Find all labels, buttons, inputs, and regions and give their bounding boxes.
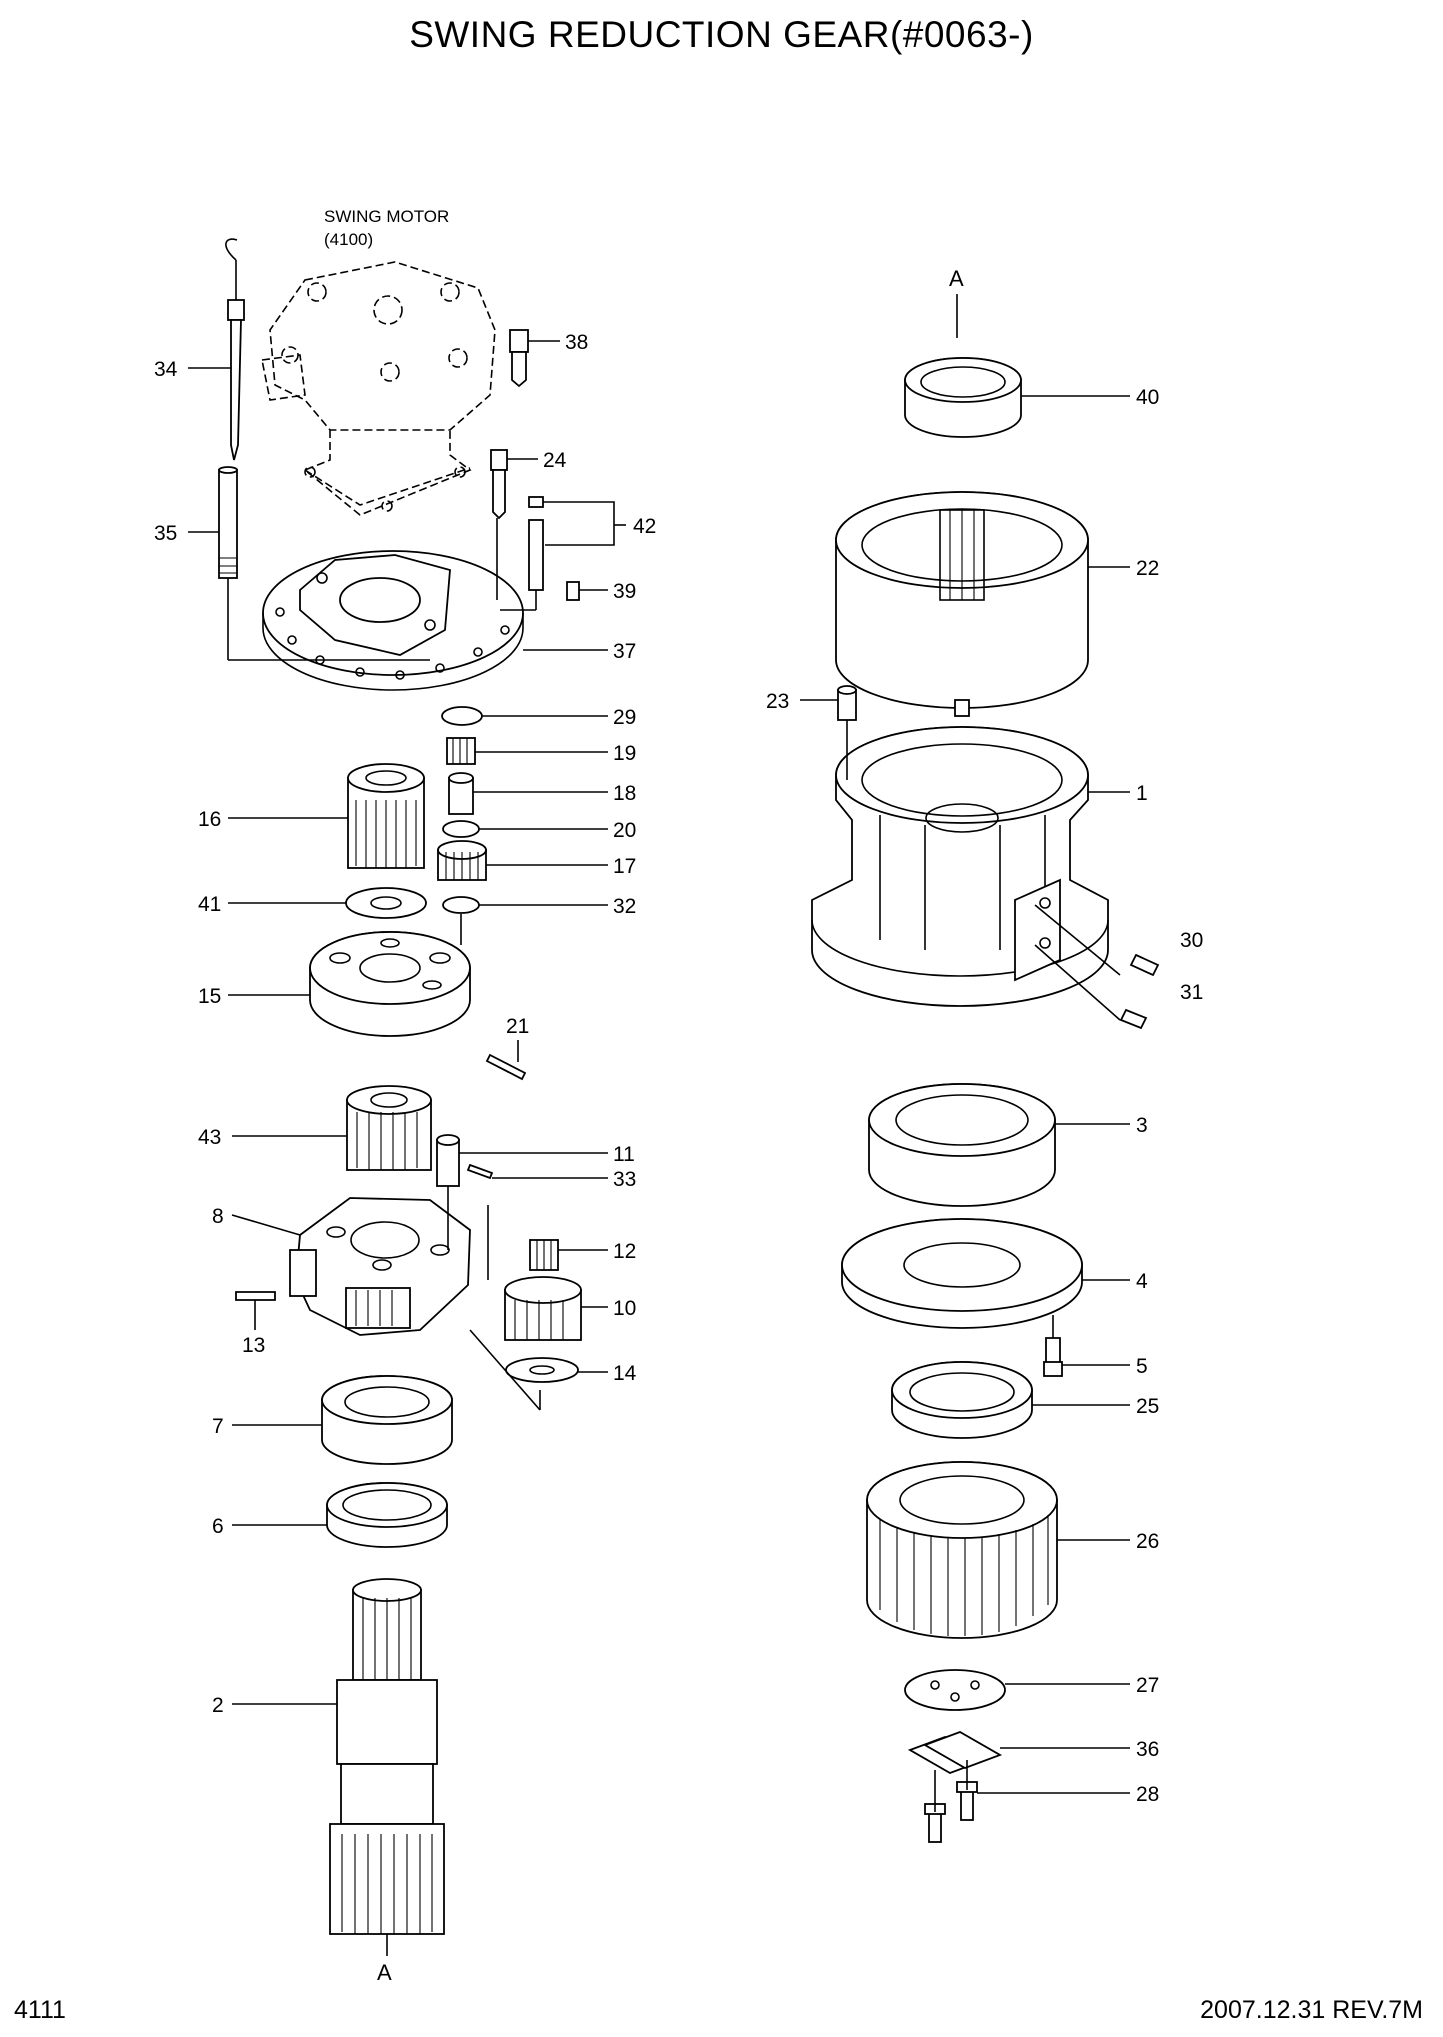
part-28-bolts [924,1781,978,1843]
callout-4: 4 [1136,1270,1148,1293]
part-22-ring-gear [835,491,1089,709]
callout-42: 42 [633,515,656,538]
part-32-washer [442,896,480,914]
part-1-housing [811,699,1109,1007]
part-17-planet-gear [437,840,487,881]
part-3-bearing [868,1083,1056,1207]
callout-18: 18 [613,782,636,805]
callout-41: 41 [198,893,221,916]
part-26-pinion [866,1461,1058,1639]
callout-23: 23 [766,690,789,713]
revision-date: 2007.12.31 REV.7M [1200,1996,1423,2024]
part-40-ring [904,357,1022,438]
callout-19: 19 [613,742,636,765]
callout-29: 29 [613,706,636,729]
callout-numbers: 34 35 38 24 42 39 37 29 19 18 16 20 17 4… [154,331,1203,1806]
callout-33: 33 [613,1168,636,1191]
part-41-washer [345,887,427,919]
section-marker-top: A [949,266,964,291]
callout-3: 3 [1136,1114,1148,1137]
part-33-spring-pin [466,1163,494,1180]
part-21-pin [485,1053,527,1081]
callout-11: 11 [613,1143,635,1166]
callout-25: 25 [1136,1395,1159,1418]
part-31-plug [1119,1008,1148,1030]
part-38-bolt [509,329,529,388]
page-number: 4111 [14,1996,66,2024]
part-13-pin [235,1291,276,1301]
part-37-casing [262,550,524,691]
callout-28: 28 [1136,1783,1159,1806]
callout-8: 8 [212,1205,224,1228]
callout-17: 17 [613,855,636,878]
callout-43: 43 [198,1126,221,1149]
callout-22: 22 [1136,557,1159,580]
part-18-spacer [448,772,474,815]
callout-2: 2 [212,1694,224,1717]
part-10-planet-gear [504,1276,582,1341]
callout-16: 16 [198,808,221,831]
motor-label-name: SWING MOTOR [324,207,449,226]
callout-26: 26 [1136,1530,1159,1553]
part-15-carrier [309,931,471,1037]
part-27-cover [904,1669,1006,1711]
part-24-bolt [490,449,508,520]
callout-35: 35 [154,522,177,545]
callout-24: 24 [543,449,567,472]
part-19-bearing [446,737,476,765]
callout-10: 10 [613,1297,636,1320]
part-34-dipstick [225,238,245,461]
part-35-pipe [218,466,238,579]
part-39-plug [566,581,580,601]
part-4-plate [841,1218,1083,1329]
part-43-gear [346,1085,432,1171]
callout-15: 15 [198,985,221,1008]
callout-40: 40 [1136,386,1159,409]
callout-30: 30 [1180,929,1203,952]
part-7-bearing [321,1375,453,1465]
callout-1: 1 [1136,782,1148,805]
part-2-shaft [329,1578,445,1935]
callout-12: 12 [613,1240,636,1263]
callout-36: 36 [1136,1738,1159,1761]
callout-27: 27 [1136,1674,1159,1697]
part-30-plug [1129,953,1160,977]
part-14-washer [505,1357,579,1383]
part-36-lock-plate [907,1731,1003,1774]
part-5-bolt [1043,1337,1063,1377]
part-12-bearing [529,1239,559,1271]
part-42-plug [528,496,544,591]
section-marker-bottom: A [377,1960,392,1985]
callout-32: 32 [613,895,636,918]
callout-6: 6 [212,1515,224,1538]
callout-13: 13 [242,1334,265,1357]
callout-39: 39 [613,580,636,603]
part-29-snap-ring [441,706,483,726]
part-8-carrier [289,1197,471,1336]
part-16-sun-gear [347,763,425,869]
callout-34: 34 [154,358,178,381]
callout-20: 20 [613,819,636,842]
callout-37: 37 [613,640,636,663]
callout-7: 7 [212,1415,224,1438]
part-20-washer [442,820,480,838]
part-23-pin [837,685,857,721]
callout-38: 38 [565,331,588,354]
part-25-seal [891,1361,1033,1439]
callout-5: 5 [1136,1355,1148,1378]
callout-31: 31 [1180,981,1203,1004]
part-11-pin [436,1134,460,1187]
callout-21: 21 [506,1015,529,1038]
motor-label-ref: (4100) [324,230,373,249]
leader-lines [188,340,1130,1794]
callout-14: 14 [613,1362,637,1385]
page-title: SWING REDUCTION GEAR(#0063-) [409,14,1034,55]
swing-motor-outline [261,261,496,516]
part-6-ring [326,1482,448,1548]
